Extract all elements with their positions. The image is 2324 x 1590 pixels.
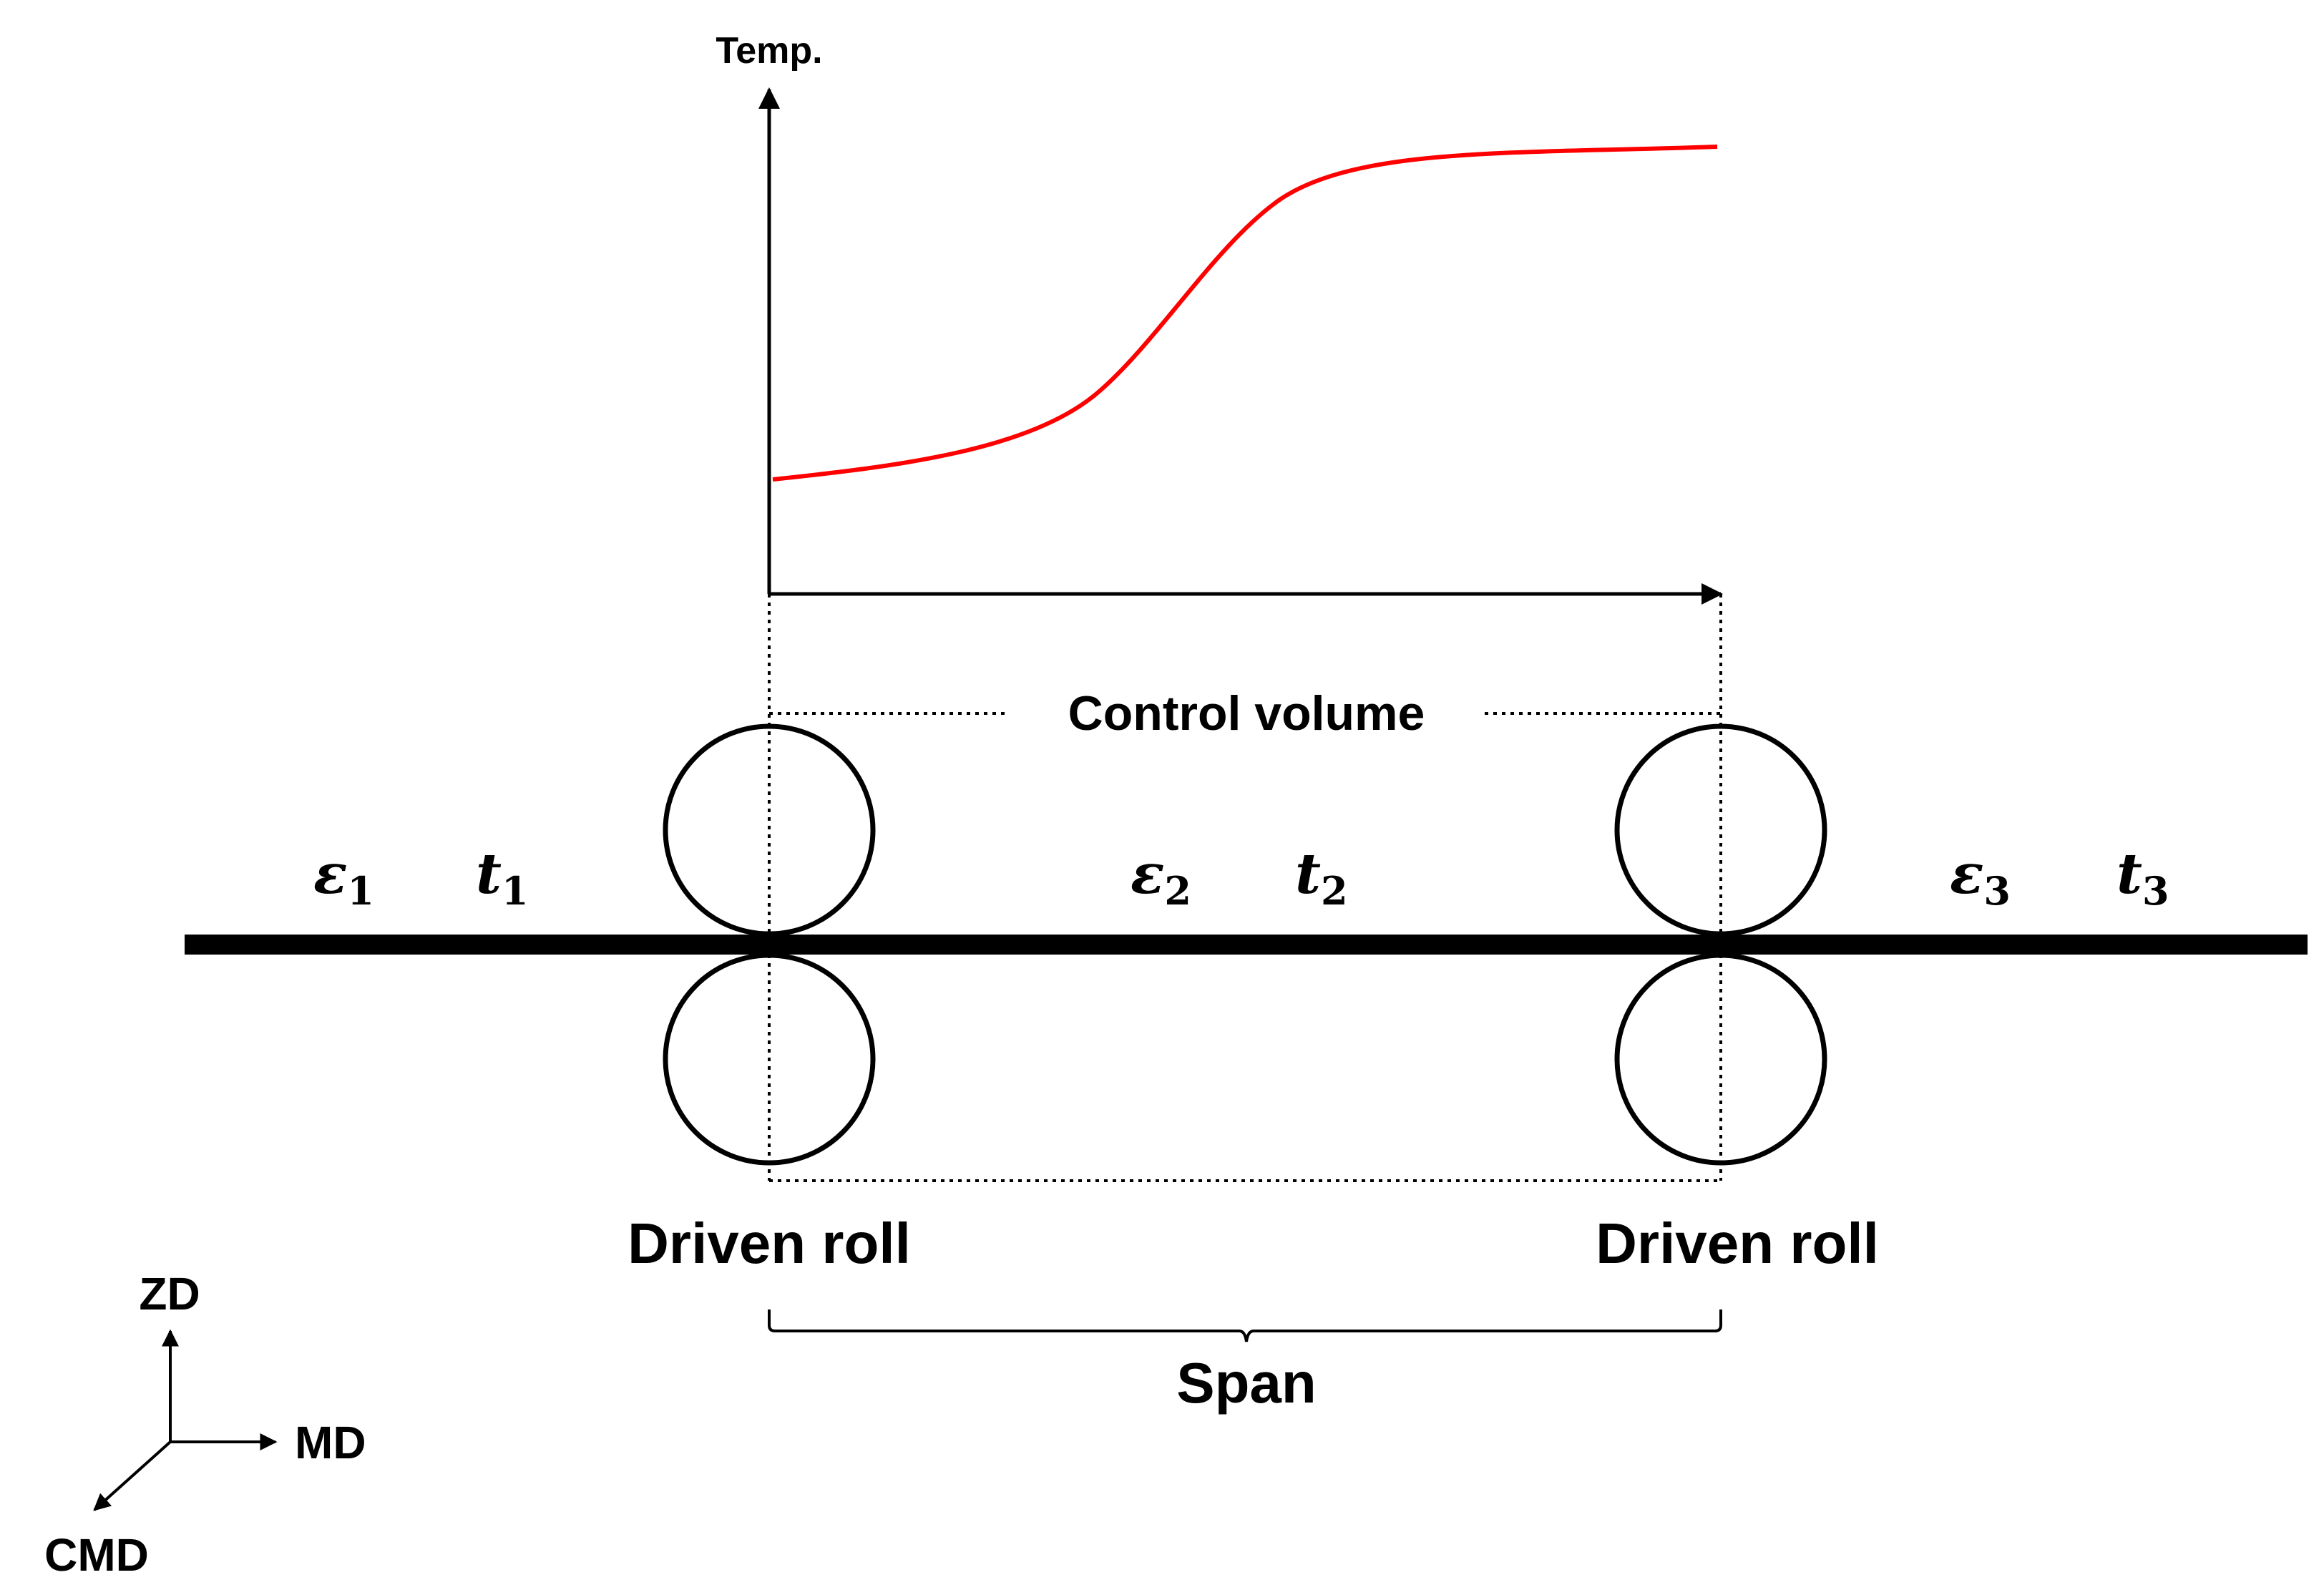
coordinate-triad: ZD MD CMD — [44, 1268, 366, 1581]
left-roll-pair — [663, 723, 876, 1166]
left-roll-label: Driven roll — [628, 1211, 911, 1275]
temp-axis-label: Temp. — [716, 30, 822, 72]
temperature-plot: Temp. — [716, 30, 1723, 605]
strain-2-label: ε2 — [1131, 842, 1191, 914]
span-bracket-line — [768, 1309, 1722, 1342]
temperature-curve — [772, 145, 1718, 482]
cmd-axis-label: CMD — [44, 1529, 149, 1581]
strain-3-label: ε3 — [1950, 842, 2011, 914]
right-lower-roll — [1614, 952, 1827, 1166]
md-axis-label: MD — [295, 1417, 366, 1468]
tension-1-label: t1 — [476, 842, 529, 914]
strain-1-label: ε1 — [313, 842, 374, 914]
right-roll-label: Driven roll — [1596, 1211, 1879, 1275]
zone-1-labels: ε1 t1 — [313, 842, 529, 914]
zone-3-labels: ε3 t3 — [1950, 842, 2169, 914]
tension-2-label: t2 — [1295, 842, 1348, 914]
right-roll-pair — [1614, 723, 1827, 1166]
left-lower-roll — [663, 952, 876, 1166]
zone-2-labels: ε2 t2 — [1131, 842, 1348, 914]
control-volume-label: Control volume — [1068, 686, 1425, 741]
span-label: Span — [1176, 1351, 1317, 1415]
right-upper-roll — [1614, 723, 1827, 937]
control-volume-box: Control volume — [768, 594, 1722, 1182]
cmd-axis-arrow — [93, 1440, 172, 1511]
left-upper-roll — [663, 723, 876, 937]
span-bracket: Span — [768, 1309, 1722, 1415]
zd-axis-label: ZD — [139, 1268, 200, 1320]
tension-3-label: t3 — [2116, 842, 2169, 914]
